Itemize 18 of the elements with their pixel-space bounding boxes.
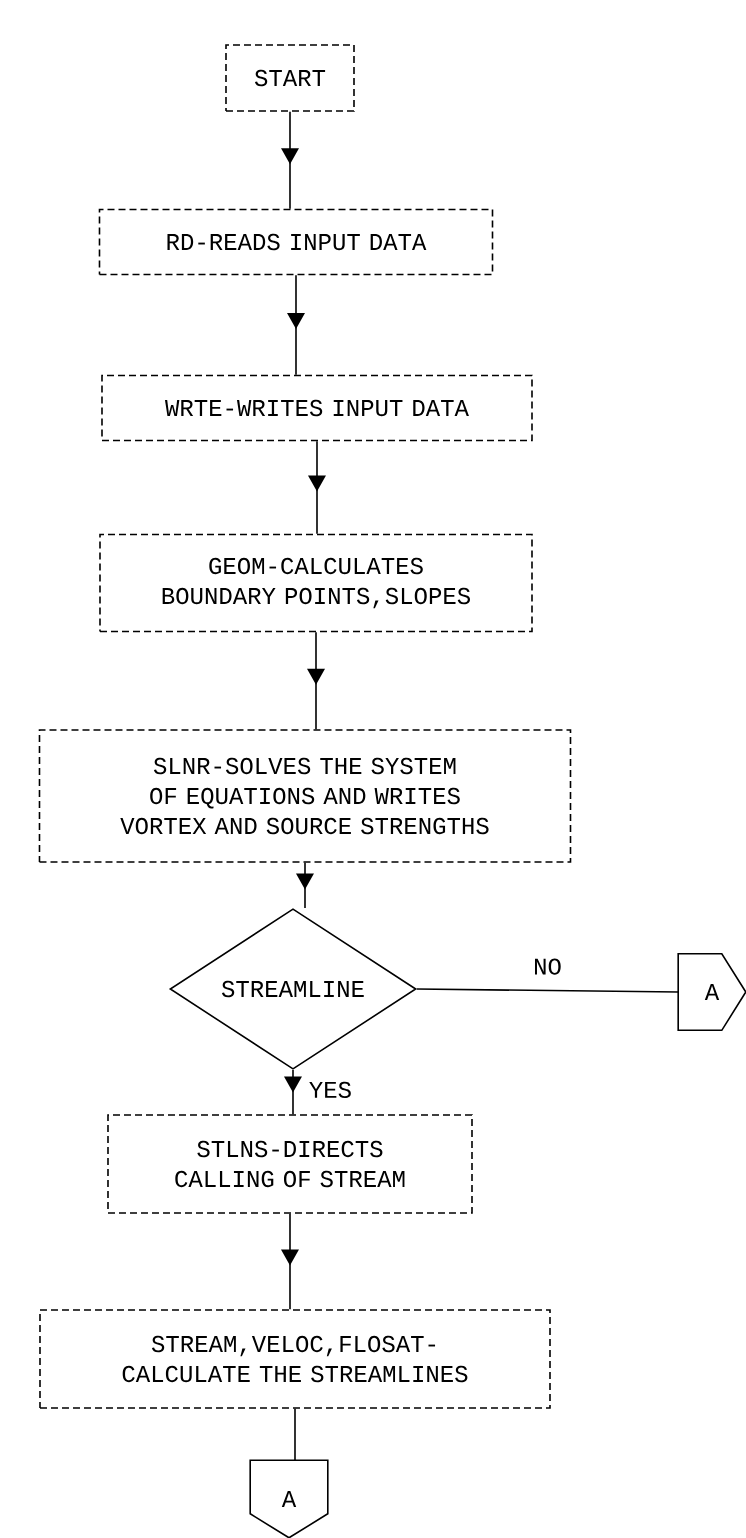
arrow <box>281 1213 299 1310</box>
edge-label: YES <box>307 1080 353 1099</box>
process-box: STREAM,VELOC,FLOSAT- CALCULATE THE STREAMLINES <box>39 1309 551 1409</box>
process-box: WRTE-WRITES INPUT DATA <box>101 374 533 442</box>
arrow <box>296 862 314 909</box>
edge-label: NO <box>532 957 563 976</box>
off-page-connector: A <box>677 952 746 1032</box>
process-box: SLNR-SOLVES THE SYSTEM OF EQUATIONS AND WRITES VORTEX AND SOURCE STRENGTHS <box>38 729 572 863</box>
arrow <box>281 111 299 210</box>
arrow <box>284 1069 302 1115</box>
process-box: RD-READS INPUT DATA <box>98 208 494 276</box>
process-box: GEOM-CALCULATES BOUNDARY POINTS,SLOPES <box>99 533 533 633</box>
process-box: STLNS-DIRECTS CALLING OF STREAM <box>107 1114 473 1214</box>
arrow <box>287 274 305 376</box>
process-box: START <box>225 44 355 112</box>
off-page-connector: A <box>249 1459 329 1538</box>
arrow <box>308 440 326 535</box>
arrow <box>307 631 325 730</box>
